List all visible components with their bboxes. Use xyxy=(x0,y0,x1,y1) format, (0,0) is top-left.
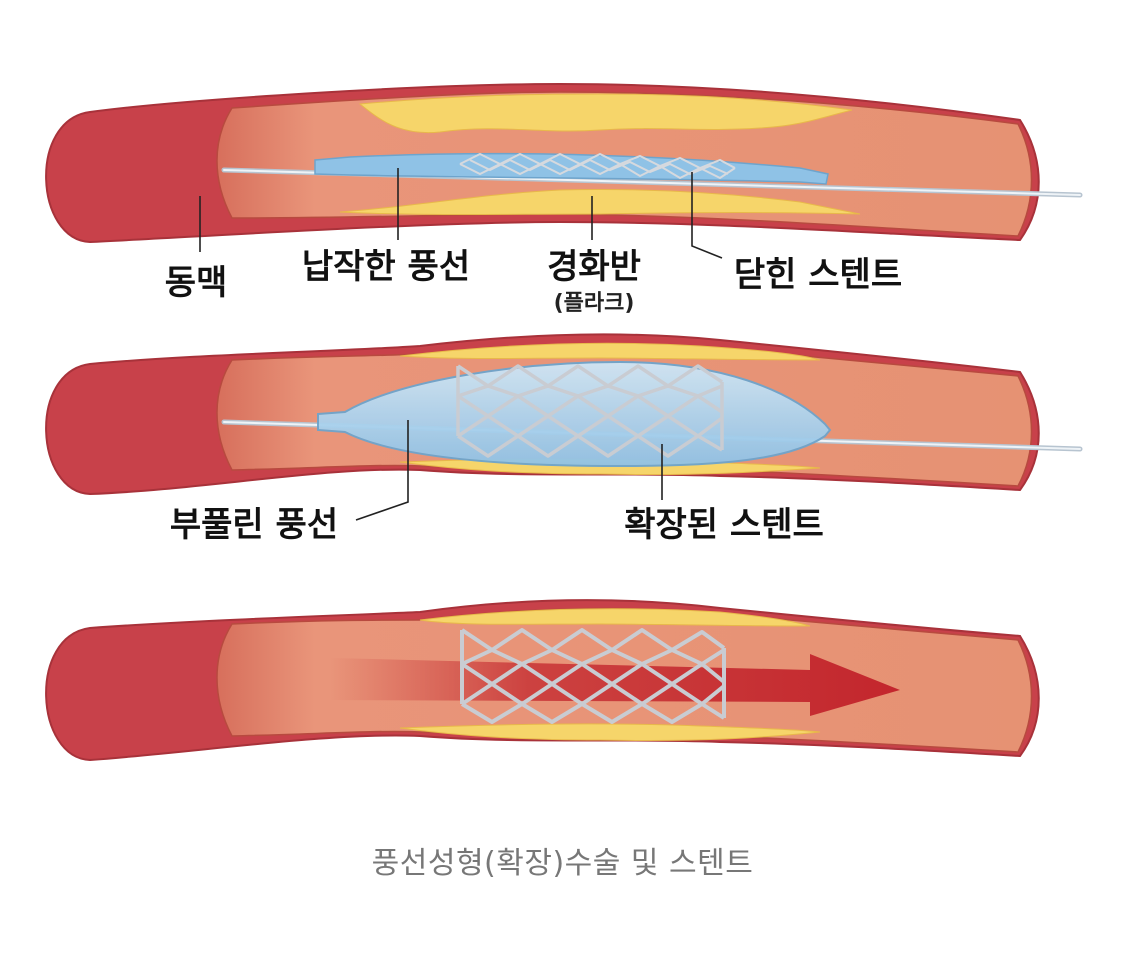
plaque-top xyxy=(358,93,853,134)
leader-inflated-balloon xyxy=(355,420,409,521)
label-artery: 동맥 xyxy=(165,263,228,303)
plaque-bottom xyxy=(339,189,861,215)
figure-caption: 풍선성형(확장)수술 및 스텐트 xyxy=(371,846,754,881)
closed-stent-mesh xyxy=(459,152,736,180)
deployed-stent-mesh xyxy=(460,628,726,724)
label-expanded-stent: 확장된 스텐트 xyxy=(624,505,824,545)
plaque-top xyxy=(399,342,821,361)
plaque-top xyxy=(419,608,811,627)
label-inflated-balloon: 부풀린 풍선 xyxy=(170,505,338,545)
leader-closed-stent xyxy=(691,172,723,259)
label-closed-stent: 닫힌 스텐트 xyxy=(734,255,902,295)
label-deflated-balloon: 납작한 풍선 xyxy=(302,247,470,287)
expanded-stent-mesh xyxy=(456,364,724,458)
panel-deflated xyxy=(45,82,1083,244)
leader-lines xyxy=(199,168,723,521)
label-plaque-note: (플라크) xyxy=(554,291,635,316)
plaque-bottom xyxy=(399,723,821,742)
label-plaque: 경화반 xyxy=(547,247,641,287)
panel-deployed xyxy=(45,599,1040,762)
panel-inflated xyxy=(45,333,1083,496)
